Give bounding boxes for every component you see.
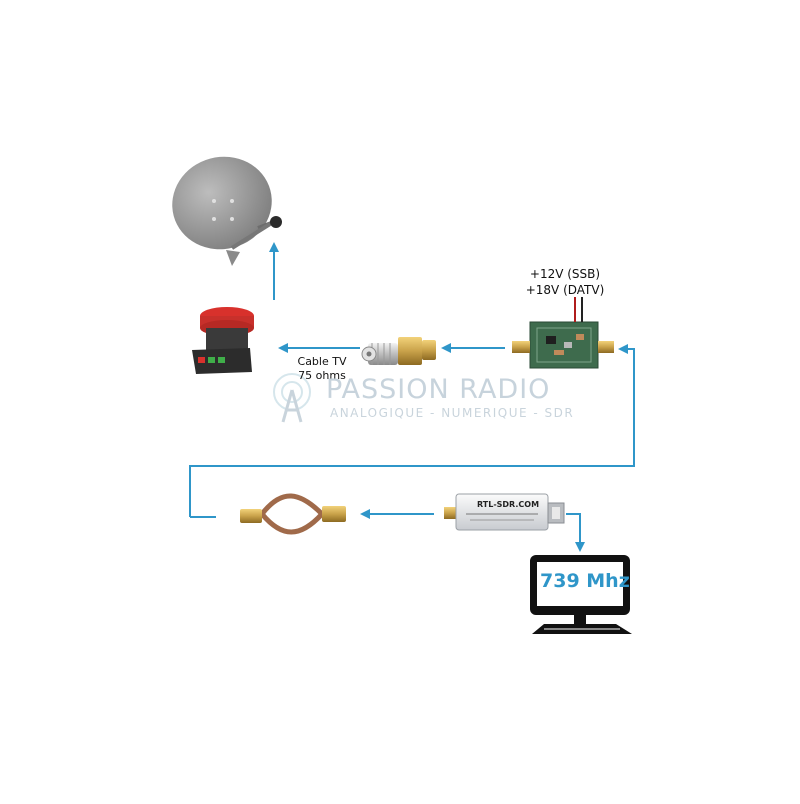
rtl-sdr-dongle <box>444 493 565 531</box>
cable-label-line1: Cable TV <box>297 355 347 368</box>
power-supply-label: +12V (SSB) +18V (DATV) <box>505 266 625 298</box>
lnb-device <box>192 307 254 374</box>
arrow-loop-to-board <box>189 344 635 517</box>
arrow-dongle-to-monitor <box>566 513 585 552</box>
watermark-tower-icon <box>273 373 311 423</box>
sma-pigtail-cable <box>240 493 346 535</box>
f-to-sma-adapter <box>361 337 436 365</box>
satellite-dish <box>172 156 282 266</box>
cable-label: Cable TV 75 ohms <box>286 355 358 383</box>
cable-label-line2: 75 ohms <box>298 369 346 382</box>
computer-monitor <box>530 555 632 634</box>
monitor-frequency-text: 739 Mhz <box>540 570 630 592</box>
watermark-title: PASSION RADIO <box>326 374 551 405</box>
power-label-line1: +12V (SSB) <box>529 267 601 281</box>
bias-tee-board <box>512 297 614 369</box>
connection-arrows <box>189 242 635 552</box>
rtl-dongle-label: RTL-SDR.COM <box>476 500 540 509</box>
watermark-subtitle: ANALOGIQUE - NUMERIQUE - SDR <box>330 406 575 420</box>
power-label-line2: +18V (DATV) <box>525 283 605 297</box>
